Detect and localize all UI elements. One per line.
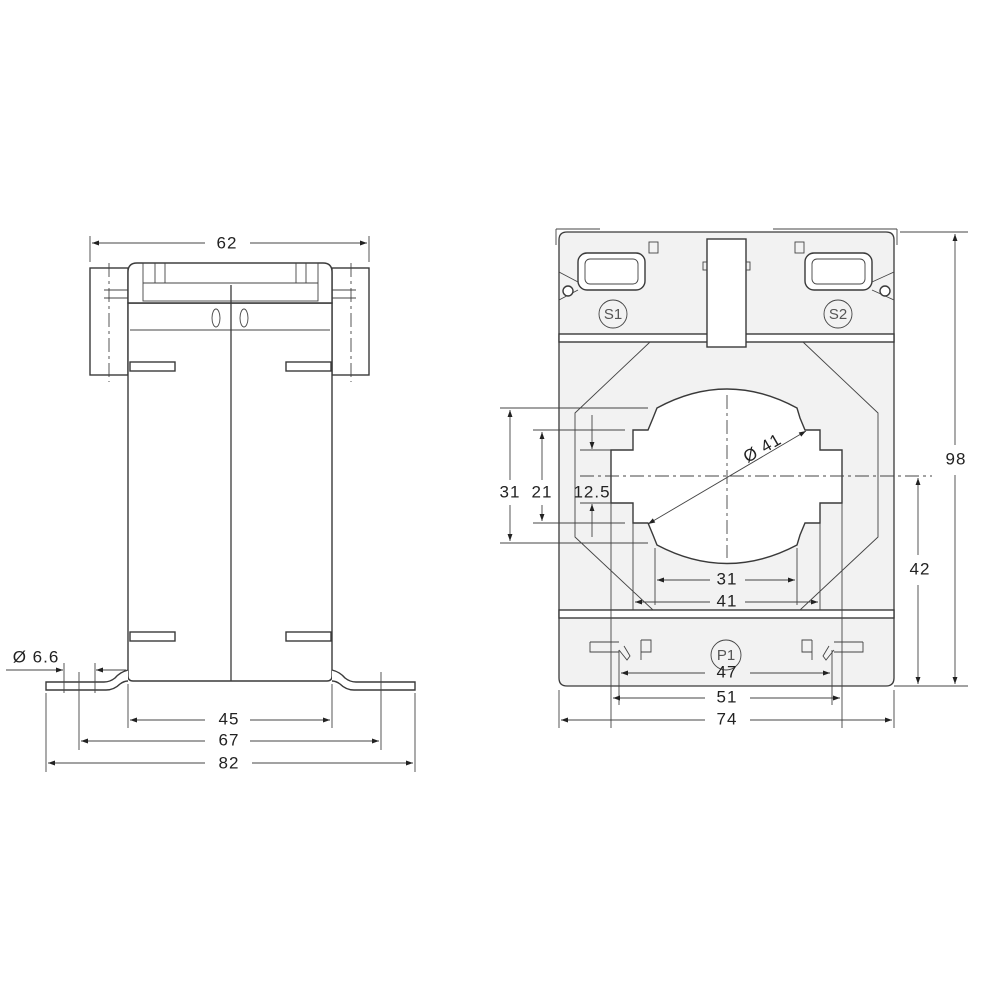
terminal-s2 [804,252,873,291]
center-clip [706,238,747,348]
dim-window-width-inner: 31 [717,569,738,588]
base-foot-right [331,669,416,691]
label-s2: S2 [829,306,847,323]
core-frame [574,341,879,611]
dim-window-height-inner: 21 [532,482,553,501]
dim-hole-diameter: Ø 6.6 [13,647,60,666]
label-s1: S1 [604,306,622,323]
dim-slot-inner: 47 [717,662,738,681]
label-p1: P1 [717,647,735,664]
base-foot-left [45,669,129,691]
dim-slot-outer: 51 [717,687,738,706]
dim-hole-spacing: 67 [219,730,240,749]
dim-top-width: 62 [217,233,238,252]
side-view: 62 Ø 6.6 45 67 82 [6,233,416,772]
side-block-right [331,267,370,376]
side-body [127,302,333,682]
lens-right [239,308,249,328]
screw-hole-left [562,285,574,297]
lens-left [211,308,221,328]
screw-hole-right [879,285,891,297]
dim-window-height-outer: 31 [500,482,521,501]
dim-window-width-outer: 41 [717,591,738,610]
dim-total-width: 74 [717,709,738,728]
front-view: S1 S2 P1 Ø 41 31 21 12.5 [500,228,968,728]
terminal-s1 [577,252,646,291]
dim-total-height: 98 [946,449,967,468]
dim-body-width: 45 [219,709,240,728]
dim-window-step: 12.5 [573,482,610,501]
dim-center-height: 42 [910,559,931,578]
dim-base-width: 82 [219,753,240,772]
